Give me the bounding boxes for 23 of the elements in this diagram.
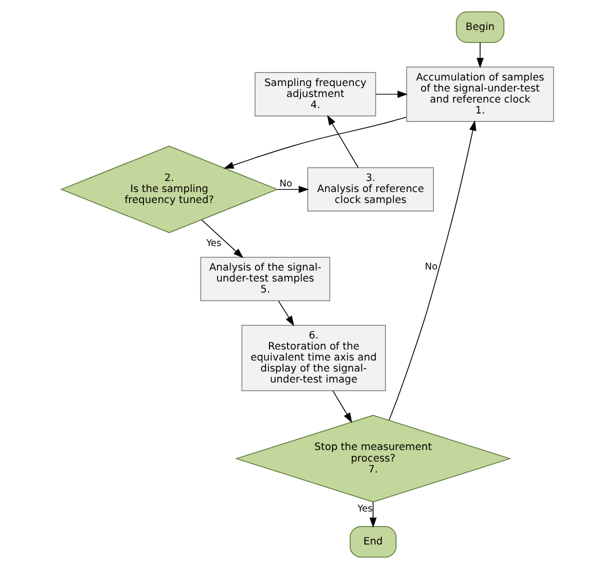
arrow <box>276 186 308 193</box>
node-box: 6. Restoration of the equivalent time axis and display of the signal-under-test image <box>240 324 386 392</box>
arrow <box>369 502 376 528</box>
arrow <box>326 114 358 168</box>
arrow <box>332 390 352 423</box>
node-box: 3. Analysis of reference clock samples <box>306 167 434 212</box>
node-box: Sampling frequency adjustment 4. <box>254 72 376 116</box>
arrow <box>223 116 406 169</box>
node-box: Analysis of the signal-under-test samples 5. <box>200 256 330 302</box>
node-diamond: Stop the measurement process? 7. <box>234 414 511 502</box>
edge-label: Yes <box>357 504 372 515</box>
edge-label: Yes <box>206 238 221 249</box>
node-box: End <box>349 526 396 558</box>
edge-label: No <box>279 178 292 190</box>
node-box: Begin <box>455 11 504 43</box>
arrow <box>374 90 408 98</box>
edge-label: No <box>424 262 438 273</box>
arrow <box>388 120 476 420</box>
node-box: Accumulation of samples of the signal-under-test and reference clock 1. <box>406 66 554 122</box>
arrow <box>278 300 294 326</box>
arrow <box>200 220 243 258</box>
node-diamond: 2. Is the sampling frequency tuned? <box>60 146 278 234</box>
arrow <box>476 42 484 68</box>
